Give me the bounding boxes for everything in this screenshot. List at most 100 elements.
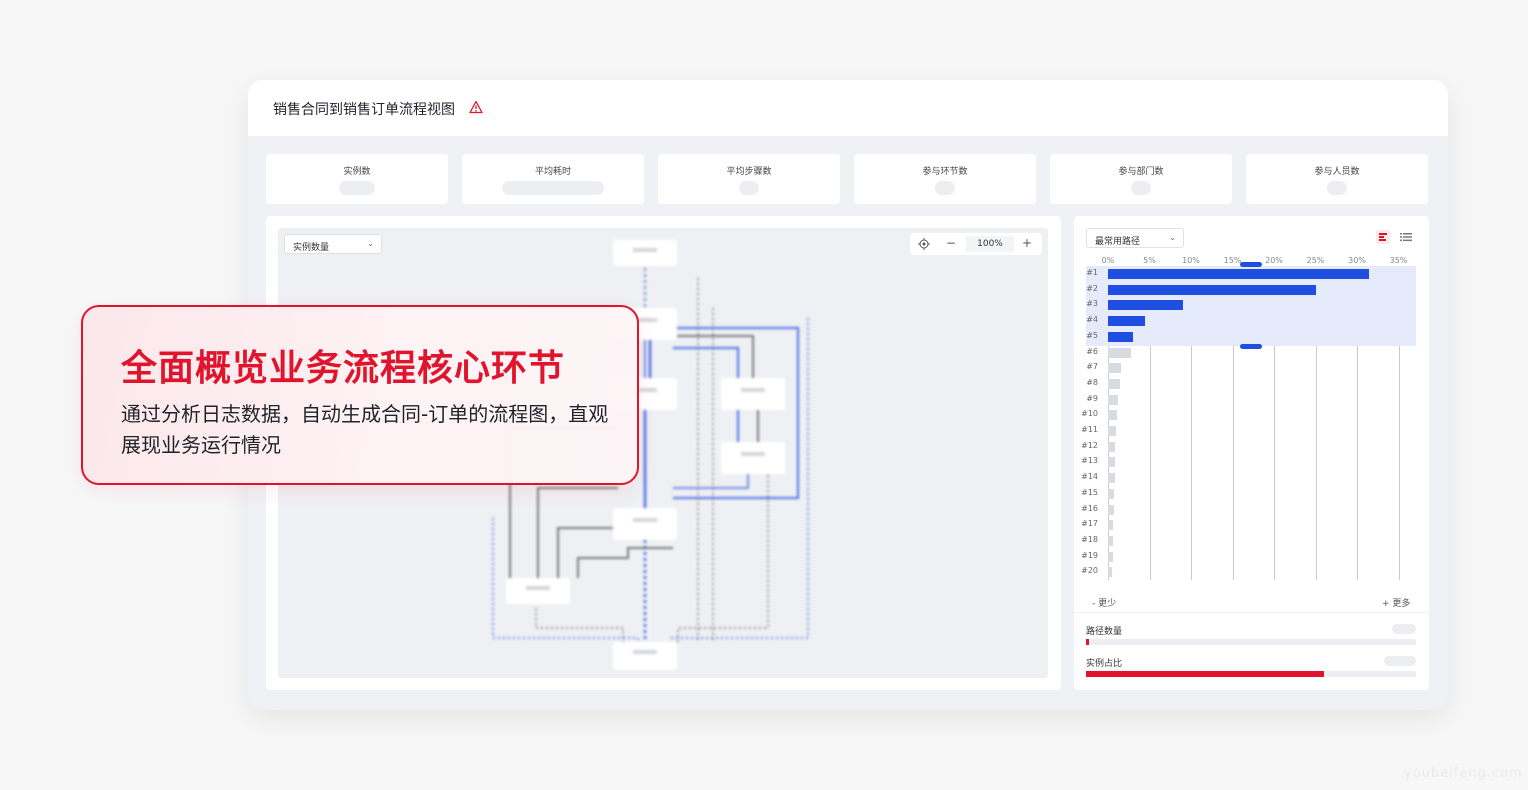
zoom-toolbar: − 100% +: [910, 233, 1042, 255]
stat-card-instances: 实例数: [266, 154, 448, 204]
show-more-button[interactable]: + 更多: [1382, 599, 1411, 609]
stat-label: 参与部门数: [1118, 167, 1164, 177]
path-bar[interactable]: [1108, 473, 1115, 484]
path-rank-label: #5: [1086, 330, 1098, 340]
metric-value-placeholder: [1384, 656, 1416, 666]
instance-ratio-progress-fill: [1086, 671, 1324, 677]
path-rank-label: #18: [1081, 534, 1098, 544]
path-type-select[interactable]: 最常用路径 ⌄: [1086, 228, 1184, 248]
path-rank-label: #15: [1081, 487, 1098, 497]
percent-tick-label: 25%: [1306, 256, 1325, 265]
path-bar[interactable]: [1108, 410, 1118, 421]
zoom-out-button[interactable]: −: [946, 236, 957, 250]
gridline: [1315, 266, 1317, 580]
chevron-down-icon: ⌄: [1169, 233, 1176, 242]
gridline: [1232, 266, 1234, 580]
divider: [1074, 612, 1429, 613]
path-rank-label: #20: [1081, 566, 1098, 576]
percent-tick-label: 30%: [1348, 256, 1366, 265]
metric-label-path-count: 路径数量: [1086, 627, 1123, 637]
window-header: 销售合同到销售订单流程视图: [248, 80, 1448, 136]
stat-label: 实例数: [343, 167, 371, 177]
process-flow-graph[interactable]: [278, 228, 1048, 678]
percent-tick-label: 15%: [1223, 256, 1242, 265]
path-bar[interactable]: [1108, 441, 1116, 452]
path-count-progress-fill: [1086, 639, 1089, 645]
path-rank-label: #1: [1086, 268, 1098, 277]
warning-icon[interactable]: [469, 100, 483, 114]
path-bar[interactable]: [1108, 378, 1120, 389]
page-title: 销售合同到销售订单流程视图: [273, 102, 455, 118]
path-bar[interactable]: [1108, 535, 1113, 546]
callout-body: 通过分析日志数据，自动生成合同-订单的流程图，直观展现业务运行情况: [121, 402, 609, 457]
path-bar[interactable]: [1108, 316, 1146, 327]
show-less-button[interactable]: - 更少: [1092, 599, 1117, 609]
zoom-in-button[interactable]: +: [1022, 236, 1033, 250]
percent-tick-label: 20%: [1265, 256, 1283, 265]
percent-tick-label: 10%: [1182, 256, 1200, 265]
list-view-icon[interactable]: [1399, 230, 1413, 244]
path-rank-label: #8: [1086, 377, 1098, 387]
path-bar[interactable]: [1108, 394, 1118, 405]
feature-callout: 全面概览业务流程核心环节 通过分析日志数据，自动生成合同-订单的流程图，直观展现…: [81, 305, 639, 485]
path-rank-label: #14: [1081, 472, 1098, 482]
path-bar[interactable]: [1108, 363, 1122, 374]
stat-card-people: 参与人员数: [1246, 154, 1428, 204]
path-rank-label: #13: [1081, 456, 1098, 466]
path-bar[interactable]: [1108, 284, 1316, 295]
gridline: [1108, 266, 1109, 580]
stat-label: 平均耗时: [534, 167, 571, 177]
path-bar[interactable]: [1108, 269, 1370, 279]
path-bar[interactable]: [1108, 300, 1183, 311]
gridline: [1191, 266, 1192, 580]
path-rank-label: #7: [1086, 362, 1098, 372]
path-bar[interactable]: [1108, 520, 1114, 531]
path-rank-label: #12: [1081, 440, 1098, 450]
gridline: [1274, 266, 1275, 580]
path-bar[interactable]: [1108, 567, 1113, 578]
watermark: youbeifeng.com: [1404, 766, 1523, 781]
path-bar[interactable]: [1108, 347, 1132, 358]
stat-value-placeholder: [502, 181, 604, 195]
stat-card-avg-steps: 平均步骤数: [658, 154, 840, 204]
percent-tick-label: 5%: [1143, 256, 1156, 265]
path-bar[interactable]: [1108, 426, 1117, 436]
percent-tick-label: 35%: [1389, 256, 1408, 265]
percent-tick-label: 0%: [1101, 256, 1115, 265]
path-bar[interactable]: [1108, 331, 1133, 342]
zoom-level[interactable]: 100%: [966, 236, 1014, 252]
range-handle-top[interactable]: [1240, 262, 1262, 267]
path-rank-label: #9: [1086, 393, 1098, 403]
callout-title: 全面概览业务流程核心环节: [121, 348, 566, 389]
metric-select[interactable]: 实例数量 ⌄: [284, 234, 382, 254]
stat-value-placeholder: [935, 181, 955, 195]
chevron-down-icon: ⌄: [367, 239, 374, 248]
path-count-progress: [1086, 639, 1416, 645]
stat-value-placeholder: [1327, 181, 1347, 195]
stat-card-nodes: 参与环节数: [854, 154, 1036, 204]
path-rank-label: #16: [1081, 503, 1098, 513]
path-rank-label: #2: [1086, 283, 1098, 293]
path-bar[interactable]: [1108, 504, 1114, 515]
stat-label: 参与环节数: [922, 167, 968, 177]
metric-label-instance-ratio: 实例占比: [1086, 659, 1123, 669]
path-rank-label: #3: [1086, 299, 1098, 309]
path-rank-label: #6: [1086, 346, 1098, 356]
stat-value-placeholder: [1131, 181, 1151, 195]
stat-card-avg-duration: 平均耗时: [462, 154, 644, 204]
path-bar[interactable]: [1108, 457, 1116, 468]
bar-view-icon[interactable]: [1376, 230, 1390, 244]
gridline: [1149, 266, 1151, 580]
range-handle-bottom[interactable]: [1240, 343, 1262, 349]
path-bar[interactable]: [1108, 488, 1115, 499]
locate-icon[interactable]: [918, 238, 930, 250]
path-rank-label: #19: [1081, 550, 1098, 560]
path-bar[interactable]: [1108, 551, 1113, 562]
path-rank-label: #4: [1086, 315, 1098, 325]
stat-value-placeholder: [739, 181, 759, 195]
stat-card-departments: 参与部门数: [1050, 154, 1232, 204]
paths-panel: 最常用路径 ⌄ 0% 5% 10% 15% 20% 25% 30% 35% #1 #2 #3 #4 #5…: [1074, 216, 1429, 690]
metric-select-value: 实例数量: [293, 243, 330, 253]
path-type-select-value: 最常用路径: [1095, 237, 1141, 247]
instance-ratio-progress: [1086, 671, 1416, 677]
